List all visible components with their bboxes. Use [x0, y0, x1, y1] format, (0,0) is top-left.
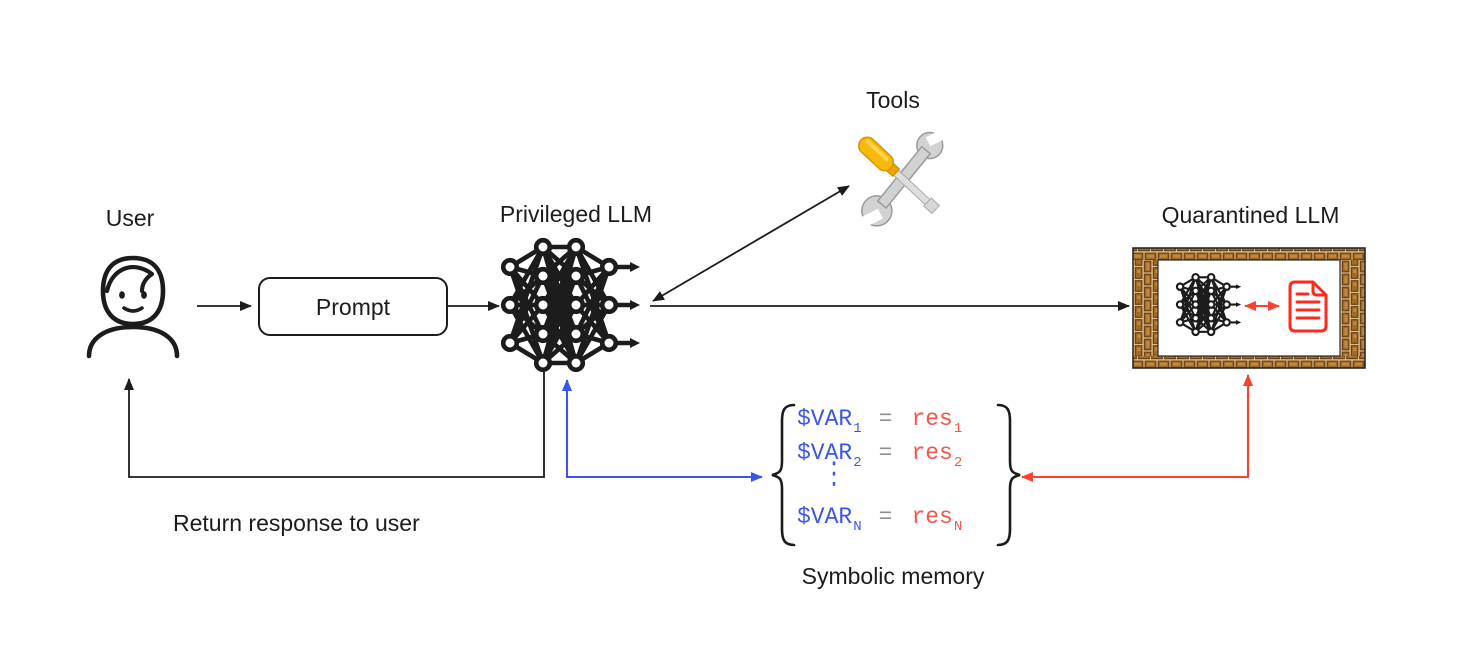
user-icon [86, 255, 180, 359]
memory-variable: $VAR [797, 440, 853, 466]
brick-frame-outline [1132, 247, 1366, 369]
symbolic-memory-label: Symbolic memory [801, 563, 985, 589]
memory-equals: = [878, 406, 893, 432]
memory-variable-subscript: 2 [853, 455, 862, 471]
tools-icon [857, 128, 948, 229]
quarantined-llm-label: Quarantined LLM [1161, 202, 1340, 228]
document-icon [1288, 280, 1328, 333]
memory-variable-subscript: 1 [853, 421, 862, 437]
arrow-privileged-llm-to-tools [652, 185, 850, 302]
user-label: User [105, 205, 155, 231]
memory-result: res [911, 440, 953, 466]
memory-right-brace [996, 403, 1021, 547]
memory-result-subscript: N [953, 519, 963, 535]
memory-result: res [911, 406, 953, 432]
privileged-llm-network [500, 237, 640, 373]
arrow-privileged-llm-symbolic-memory [562, 379, 763, 482]
arrow-quarantined-llm-symbolic-memory [1021, 374, 1253, 482]
arrow-return-response [124, 372, 545, 478]
quarantined-llm-box [1132, 247, 1366, 369]
memory-entry-2: $VAR2=res2 [797, 440, 962, 471]
memory-entry-1: $VAR1=res1 [797, 406, 962, 437]
memory-left-brace [771, 403, 796, 547]
privileged-llm-label: Privileged LLM [499, 201, 653, 227]
memory-result-subscript: 1 [953, 421, 963, 437]
memory-result-subscript: 2 [953, 455, 963, 471]
prompt-label: Prompt [315, 294, 391, 320]
return-response-label: Return response to user [173, 510, 420, 536]
quarantined-llm-network [1175, 273, 1242, 337]
tools-label: Tools [866, 87, 920, 113]
memory-entry-n: $VARN=resN [797, 504, 962, 535]
memory-equals: = [878, 504, 893, 530]
memory-variable-subscript: N [853, 519, 862, 535]
memory-equals: = [878, 440, 893, 466]
memory-variable: $VAR [797, 406, 853, 432]
memory-result: res [911, 504, 953, 530]
memory-ellipsis: ⋮ [822, 455, 846, 491]
memory-variable: $VAR [797, 504, 853, 530]
